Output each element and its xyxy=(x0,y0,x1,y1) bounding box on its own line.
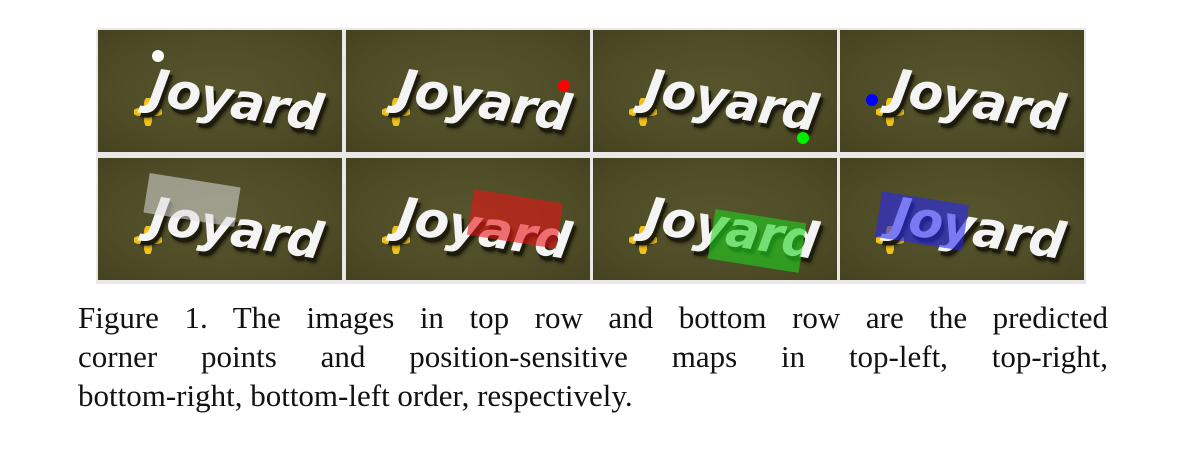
joyard-logo: Joyard xyxy=(382,186,574,271)
logo-text: Joyard xyxy=(393,58,575,143)
joyard-logo: Joyard xyxy=(382,58,574,143)
logo-text: Joyard xyxy=(145,58,327,143)
panel-map-bottom-left: Joyard xyxy=(840,158,1084,280)
caption-line: bottom-right, bottom-left order, respect… xyxy=(78,378,633,413)
panel-corner-bottom-right: Joyard xyxy=(593,30,837,152)
joyard-logo: Joyard xyxy=(134,186,326,271)
logo-text: Joyard xyxy=(887,58,1069,143)
corner-point-bottom-left xyxy=(866,94,878,106)
panel-map-top-left: Joyard xyxy=(98,158,342,280)
panel-map-top-right: Joyard xyxy=(346,158,590,280)
flower-icon xyxy=(134,98,162,126)
joyard-logo: Joyard xyxy=(629,58,821,143)
panel-corner-bottom-left: Joyard xyxy=(840,30,1084,152)
figure-caption: Figure 1. The images in top row and bott… xyxy=(78,298,1108,415)
flower-icon xyxy=(382,98,410,126)
caption-line: corner points and position-sensitive map… xyxy=(78,339,1108,374)
flower-icon xyxy=(629,98,657,126)
panel-map-bottom-right: Joyard xyxy=(593,158,837,280)
flower-icon xyxy=(134,226,162,254)
flower-icon xyxy=(382,226,410,254)
joyard-logo: Joyard xyxy=(134,58,326,143)
corner-point-top-left xyxy=(152,50,164,62)
joyard-logo: Joyard xyxy=(876,58,1068,143)
corner-point-top-right xyxy=(558,80,570,92)
panel-corner-top-left: Joyard xyxy=(98,30,342,152)
flower-icon xyxy=(876,98,904,126)
figure-grid: Joyard Joyard Joyard xyxy=(96,28,1086,284)
corner-point-bottom-right xyxy=(797,132,809,144)
logo-text: Joyard xyxy=(640,58,822,143)
joyard-logo: Joyard xyxy=(629,186,821,271)
flower-icon xyxy=(629,226,657,254)
caption-line: Figure 1. The images in top row and bott… xyxy=(78,300,1108,335)
panel-corner-top-right: Joyard xyxy=(346,30,590,152)
